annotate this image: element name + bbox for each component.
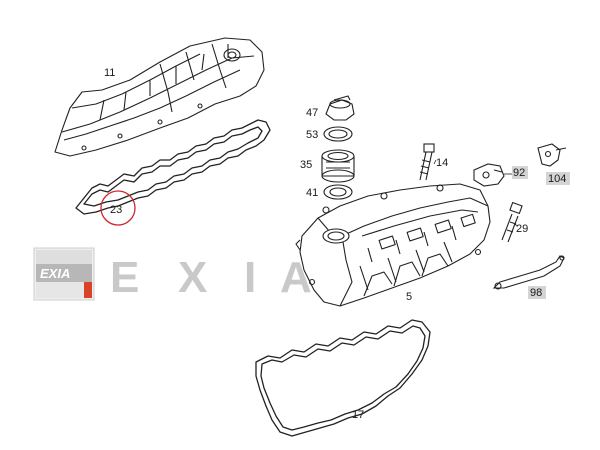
label-part-47: 47 xyxy=(306,107,318,119)
label-part-41: 41 xyxy=(306,187,318,199)
part-98-strap-bracket xyxy=(492,255,565,290)
part-17-lower-gasket xyxy=(255,319,431,437)
watermark-letter-i: I xyxy=(244,253,256,302)
part-92-bracket xyxy=(473,163,505,187)
part-104-bracket xyxy=(537,143,567,167)
part-29-stud xyxy=(501,201,523,243)
logo-text: EXIA xyxy=(40,266,70,281)
part-53-seal-ring xyxy=(323,126,353,142)
label-part-104: 104 xyxy=(548,173,566,185)
exia-watermark: EXIA E X I A xyxy=(33,247,312,302)
watermark-letter-x: X xyxy=(178,253,207,302)
part-5-cylinder-head-cover xyxy=(295,183,491,307)
part-11-engine-cover xyxy=(54,37,265,157)
label-part-17: 17 xyxy=(352,409,364,421)
part-14-bolt xyxy=(419,143,435,181)
label-part-29: 29 xyxy=(516,223,528,235)
label-part-23: 23 xyxy=(110,204,122,216)
part-41-gasket-ring xyxy=(323,184,353,200)
part-23-cover-gasket xyxy=(75,119,271,215)
label-part-98: 98 xyxy=(530,287,542,299)
part-104-label-box xyxy=(546,172,570,185)
label-part-53: 53 xyxy=(306,129,318,141)
label-part-5: 5 xyxy=(406,291,412,303)
part-47-oil-cap xyxy=(325,95,355,121)
part-35-filler-neck xyxy=(321,149,355,183)
logo-accent xyxy=(84,282,92,298)
label-part-14: 14 xyxy=(436,157,448,169)
label-part-92: 92 xyxy=(513,167,525,179)
highlight-circle xyxy=(100,190,136,226)
watermark-letter-e: E xyxy=(110,253,147,302)
label-part-35: 35 xyxy=(300,159,312,171)
part-92-label-box xyxy=(512,166,528,179)
label-part-11: 11 xyxy=(104,67,115,79)
exia-logo: EXIA xyxy=(33,247,95,301)
part-98-label-box xyxy=(528,286,546,299)
